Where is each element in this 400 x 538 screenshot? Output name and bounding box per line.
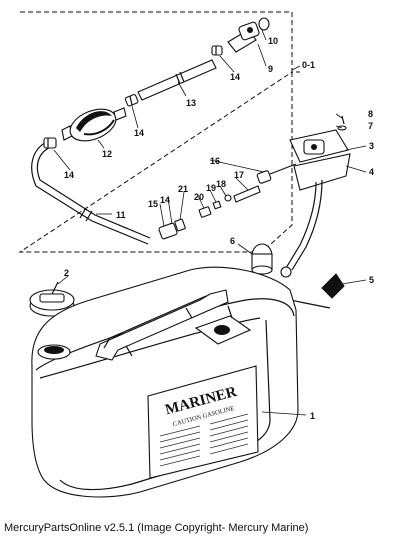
tank-fitting-parts: [158, 163, 297, 240]
fuel-tank-exploded-diagram: MARINER CAUTION GASOLINE: [18, 11, 374, 498]
callout-2: 2: [64, 268, 69, 278]
callout-1: 1: [310, 411, 315, 421]
callout-14-fitting: 14: [160, 195, 170, 205]
callout-21: 21: [178, 184, 188, 194]
hose-clamp-bulb: [124, 94, 139, 107]
hose-clamp-top: [211, 45, 223, 56]
tank-decal: MARINER CAUTION GASOLINE: [147, 365, 259, 479]
fuel-hose-segment: [137, 59, 217, 101]
callout-15: 15: [148, 199, 158, 209]
callout-5: 5: [369, 275, 374, 285]
callout-14-hose-end: 14: [64, 170, 74, 180]
hose-clip: [321, 273, 345, 299]
callout-11: 11: [116, 210, 126, 220]
callout-16: 16: [210, 156, 220, 166]
callout-13: 13: [186, 98, 196, 108]
callout-4: 4: [369, 167, 374, 177]
callout-18: 18: [216, 179, 226, 189]
callout-0-1: 0-1: [302, 60, 315, 70]
hose-clamp-left: [43, 137, 57, 149]
callout-9: 9: [268, 64, 273, 74]
engine-connector: [227, 17, 270, 53]
callout-10: 10: [268, 36, 278, 46]
fuel-gauge-float: [251, 243, 331, 309]
callout-3: 3: [369, 141, 374, 151]
callout-8: 8: [368, 109, 373, 119]
primer-bulb: [61, 107, 127, 142]
image-caption: MercuryPartsOnline v2.5.1 (Image Copyrig…: [4, 522, 309, 534]
callout-19: 19: [206, 183, 216, 193]
fuel-pickup-assembly: [280, 129, 351, 278]
callout-17: 17: [234, 170, 244, 180]
callout-14-bulb: 14: [134, 128, 144, 138]
callout-6: 6: [230, 236, 235, 246]
callout-20: 20: [194, 192, 204, 202]
callout-14-top: 14: [230, 72, 240, 82]
callout-7: 7: [368, 121, 373, 131]
leader-lines: [53, 29, 367, 416]
callout-12: 12: [102, 149, 112, 159]
fuel-hose: [31, 138, 151, 245]
